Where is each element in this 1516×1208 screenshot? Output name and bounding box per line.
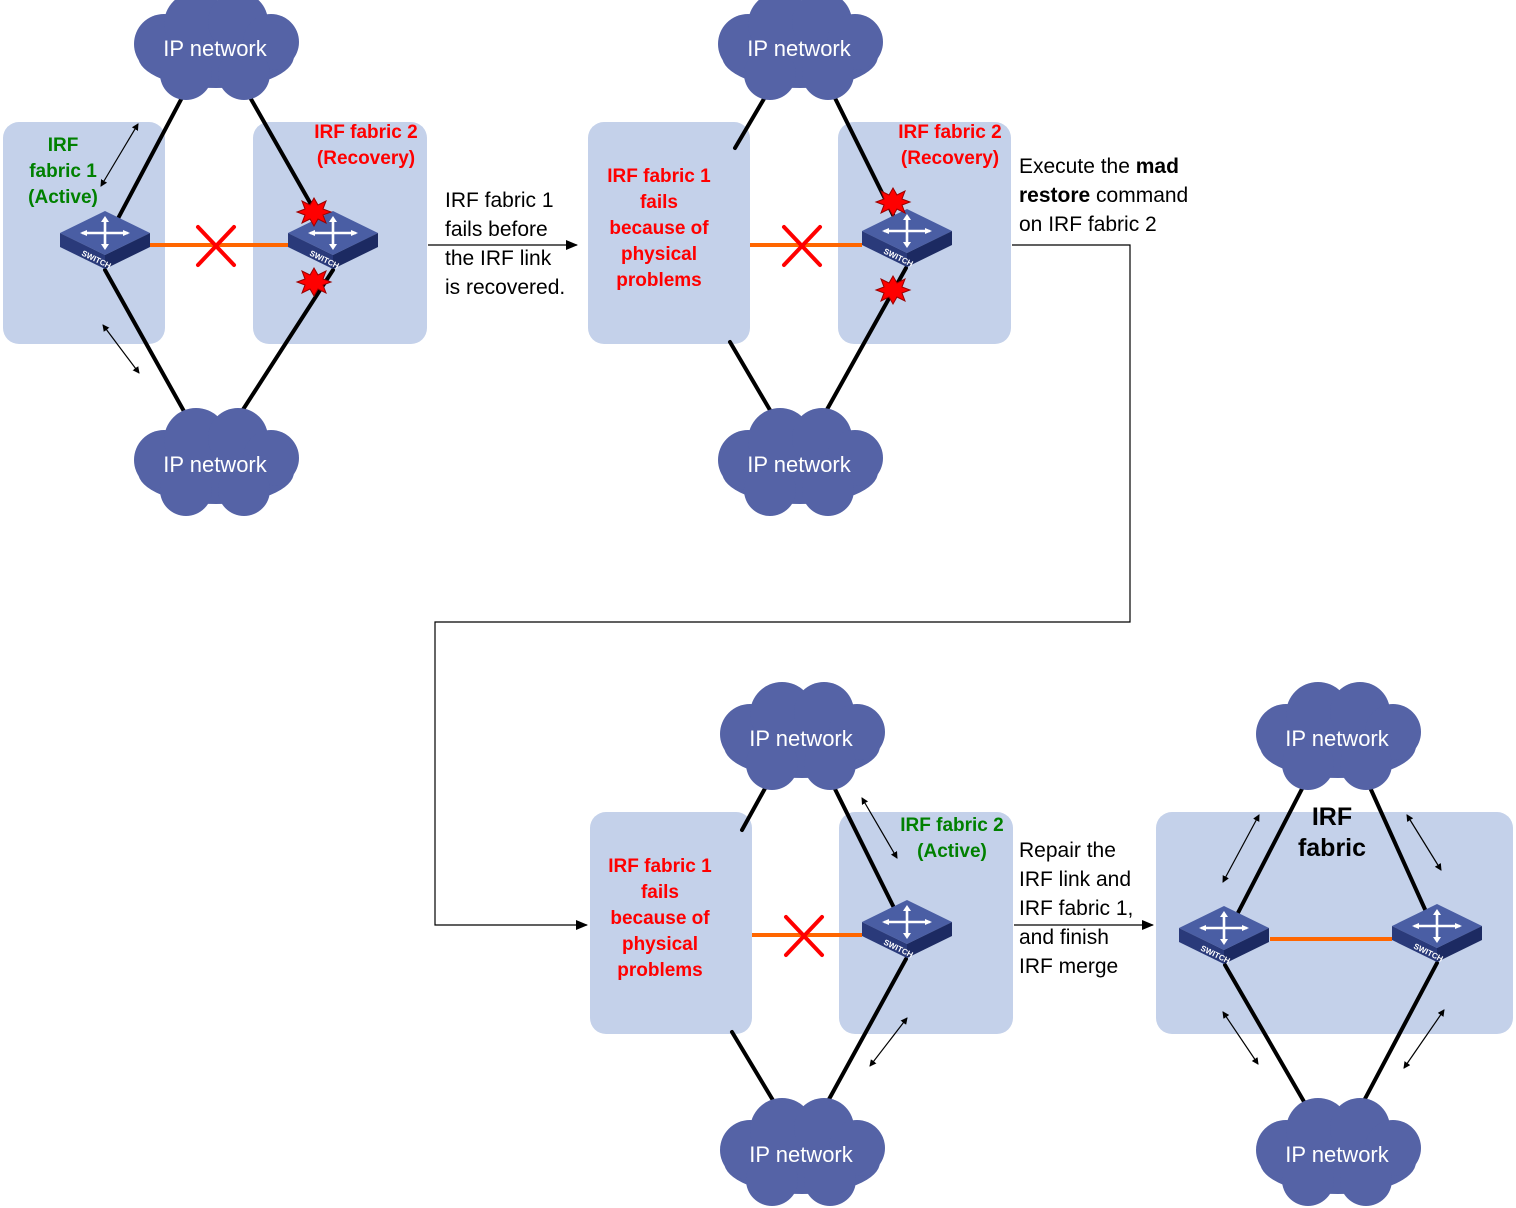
explosion-icon <box>296 267 332 297</box>
cloud-label: IP network <box>747 36 851 61</box>
step2-note: Execute the mad restore command on IRF f… <box>1019 155 1189 236</box>
panel3-fabric2-label: IRF fabric 2 (Active) <box>900 815 1004 862</box>
panel1-fabric1-label: IRF fabric 1 (Active) <box>28 135 98 208</box>
panel2-fabric1-box <box>588 122 750 344</box>
panel2-fabric1-label: IRF fabric 1 fails because of physical p… <box>607 166 711 291</box>
explosion-icon <box>875 187 911 217</box>
double-arrow-icon <box>1222 814 1260 883</box>
panel3-fabric1-label: IRF fabric 1 fails because of physical p… <box>608 856 712 981</box>
cloud-label: IP network <box>163 452 267 477</box>
explosion-icon <box>875 275 911 305</box>
double-arrow-icon <box>100 123 139 187</box>
failure-x-icon <box>196 225 236 267</box>
cloud-label: IP network <box>749 1142 853 1167</box>
cloud-label: IP network <box>163 36 267 61</box>
panel3-fabric1-box <box>590 812 752 1034</box>
panel1-fabric2-label: IRF fabric 2 (Recovery) <box>314 122 418 169</box>
failure-x-icon <box>782 225 822 267</box>
double-arrow-icon <box>102 324 140 374</box>
flow-arrow-step2 <box>434 244 1131 930</box>
cloud-label: IP network <box>1285 726 1389 751</box>
panel4-fabric-label: IRF fabric <box>1297 803 1367 862</box>
explosion-icon <box>296 197 332 227</box>
cloud-label: IP network <box>1285 1142 1389 1167</box>
double-arrow-icon <box>1222 1011 1259 1065</box>
failure-x-icon <box>784 915 824 957</box>
double-arrow-icon <box>861 797 898 859</box>
step1-note: IRF fabric 1 fails before the IRF link i… <box>445 189 566 299</box>
cloud-label: IP network <box>749 726 853 751</box>
cloud-label: IP network <box>747 452 851 477</box>
panel2-fabric2-label: IRF fabric 2 (Recovery) <box>898 122 1002 169</box>
step3-note: Repair the IRF link and IRF fabric 1, an… <box>1019 839 1134 978</box>
double-arrow-icon <box>869 1017 908 1067</box>
double-arrow-icon <box>1406 814 1442 871</box>
double-arrow-icon <box>1403 1009 1445 1069</box>
